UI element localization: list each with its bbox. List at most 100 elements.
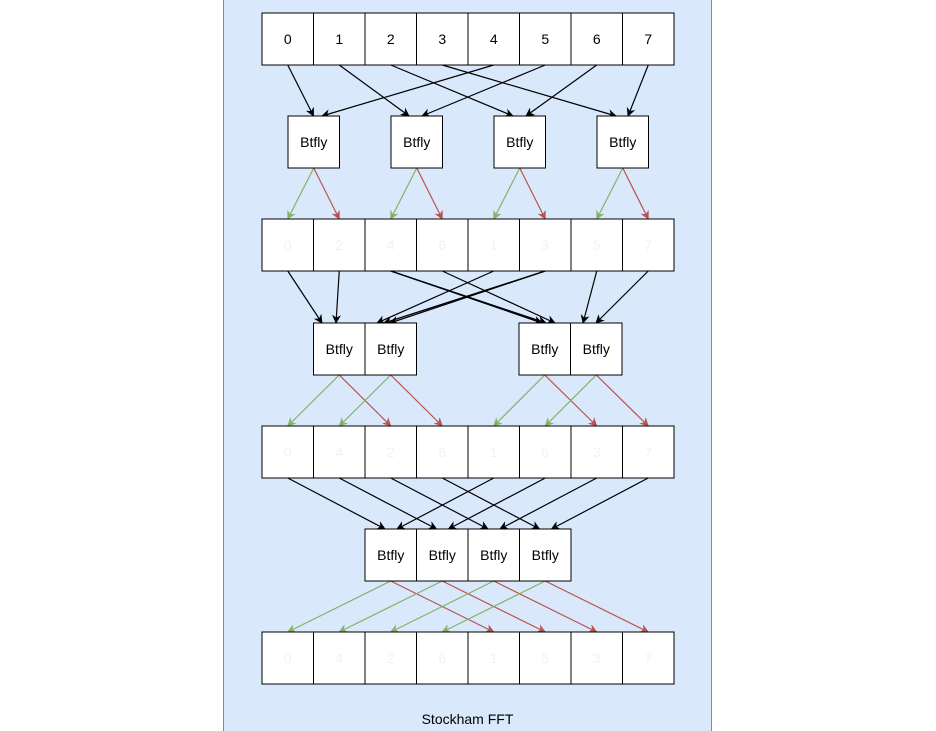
input-row-cell: 5 <box>519 12 572 66</box>
even-output-arrow <box>287 374 340 427</box>
stage2-row-cell-label: 1 <box>490 444 498 460</box>
output-row-cell-label: 2 <box>387 650 395 666</box>
butterfly-box: Btfly <box>518 322 571 376</box>
input-row-cell-label: 6 <box>593 31 601 47</box>
even-output-arrow <box>544 374 597 427</box>
butterfly-box: Btfly <box>467 528 520 582</box>
stage1-row-cell-label: 2 <box>335 237 343 253</box>
input-row-cell-label: 5 <box>541 31 549 47</box>
stage2-row-cell-label: 5 <box>541 444 549 460</box>
stage2-row-cell-label: 0 <box>284 444 292 460</box>
input-arrow <box>595 270 649 324</box>
odd-output-arrow <box>519 167 546 220</box>
output-row-cell-label: 3 <box>593 650 601 666</box>
output-row-cell: 3 <box>570 631 623 685</box>
input-arrow <box>550 477 649 530</box>
input-row-cell-label: 0 <box>284 31 292 47</box>
input-row-cell-label: 3 <box>438 31 446 47</box>
stage1-row-cell: 5 <box>570 218 623 272</box>
stage1-row-cell: 2 <box>313 218 366 272</box>
input-arrow <box>396 477 495 530</box>
stage1-row-cell-label: 5 <box>593 237 601 253</box>
input-arrow <box>338 477 438 530</box>
input-arrow <box>321 64 494 119</box>
even-output-arrow <box>287 167 315 220</box>
odd-output-arrow <box>493 580 598 633</box>
odd-output-arrow <box>313 167 340 220</box>
butterfly-label: Btfly <box>300 134 327 150</box>
odd-output-arrow <box>622 167 649 220</box>
output-row-cell: 7 <box>622 631 675 685</box>
input-arrow <box>287 477 386 530</box>
butterfly-box: Btfly <box>596 115 649 169</box>
butterfly-label: Btfly <box>506 134 533 150</box>
input-row-cell: 4 <box>467 12 520 66</box>
input-arrow <box>441 270 556 324</box>
butterfly-label: Btfly <box>403 134 430 150</box>
input-arrow <box>421 64 546 118</box>
input-arrow <box>525 64 598 117</box>
output-row-cell-label: 4 <box>335 650 343 666</box>
input-arrow <box>499 477 598 530</box>
odd-output-arrow <box>390 374 443 427</box>
input-row-cell: 3 <box>416 12 469 66</box>
output-row-cell: 1 <box>467 631 520 685</box>
stage1-row-cell: 1 <box>467 218 520 272</box>
output-row-cell-label: 1 <box>490 650 498 666</box>
even-output-arrow <box>493 374 546 427</box>
even-output-arrow <box>286 580 392 633</box>
panel-label: Stockham FFT <box>421 711 514 727</box>
stage1-row-cell-label: 7 <box>644 237 652 253</box>
input-arrow <box>390 64 514 118</box>
input-row-cell-label: 1 <box>335 31 343 47</box>
stage1-row-cell-label: 0 <box>284 237 292 253</box>
butterfly-label: Btfly <box>377 547 404 563</box>
input-row-cell: 6 <box>570 12 623 66</box>
input-row-cell: 1 <box>313 12 366 66</box>
output-row-cell-label: 5 <box>541 650 549 666</box>
output-row-cell-label: 6 <box>438 650 446 666</box>
output-row-cell-label: 0 <box>284 650 292 666</box>
stage1-row-cell-label: 3 <box>541 237 549 253</box>
output-row-cell-label: 7 <box>644 650 652 666</box>
stage1-row-cell: 7 <box>622 218 675 272</box>
butterfly-label: Btfly <box>326 341 353 357</box>
stage2-row-cell-label: 4 <box>335 444 343 460</box>
input-row-cell-label: 2 <box>387 31 395 47</box>
butterfly-box: Btfly <box>313 322 366 376</box>
even-output-arrow <box>390 167 418 220</box>
butterfly-label: Btfly <box>609 134 636 150</box>
input-row-cell-label: 7 <box>644 31 652 47</box>
butterfly-box: Btfly <box>287 115 340 169</box>
input-arrow <box>390 270 547 325</box>
even-output-arrow <box>493 167 521 220</box>
input-arrow <box>580 270 598 324</box>
input-arrow <box>332 270 341 324</box>
butterfly-label: Btfly <box>532 547 559 563</box>
stage2-row-cell-label: 7 <box>644 444 652 460</box>
input-arrow <box>383 270 546 325</box>
stage1-row-cell-label: 1 <box>490 237 498 253</box>
butterfly-box: Btfly <box>390 115 443 169</box>
stage2-row-cell-label: 3 <box>593 444 601 460</box>
even-output-arrow <box>441 580 546 633</box>
butterfly-box: Btfly <box>364 322 417 376</box>
input-arrow <box>287 64 315 117</box>
butterfly-box: Btfly <box>570 322 623 376</box>
arrow-layer <box>286 64 650 633</box>
stage1-row-cell-label: 4 <box>387 237 395 253</box>
input-row-cell: 0 <box>261 12 314 66</box>
stage2-row-cell-label: 2 <box>387 444 395 460</box>
output-row-cell: 4 <box>313 631 366 685</box>
input-arrow <box>441 477 541 530</box>
input-arrow <box>287 270 323 324</box>
stage2-row-cell: 0 <box>261 425 314 479</box>
even-output-arrow <box>338 580 443 633</box>
stage2-row-cell: 4 <box>313 425 366 479</box>
output-row-cell: 5 <box>519 631 572 685</box>
stage2-row-cell: 3 <box>570 425 623 479</box>
stage1-row-cell: 3 <box>519 218 572 272</box>
odd-output-arrow <box>416 167 443 220</box>
even-output-arrow <box>338 374 392 427</box>
